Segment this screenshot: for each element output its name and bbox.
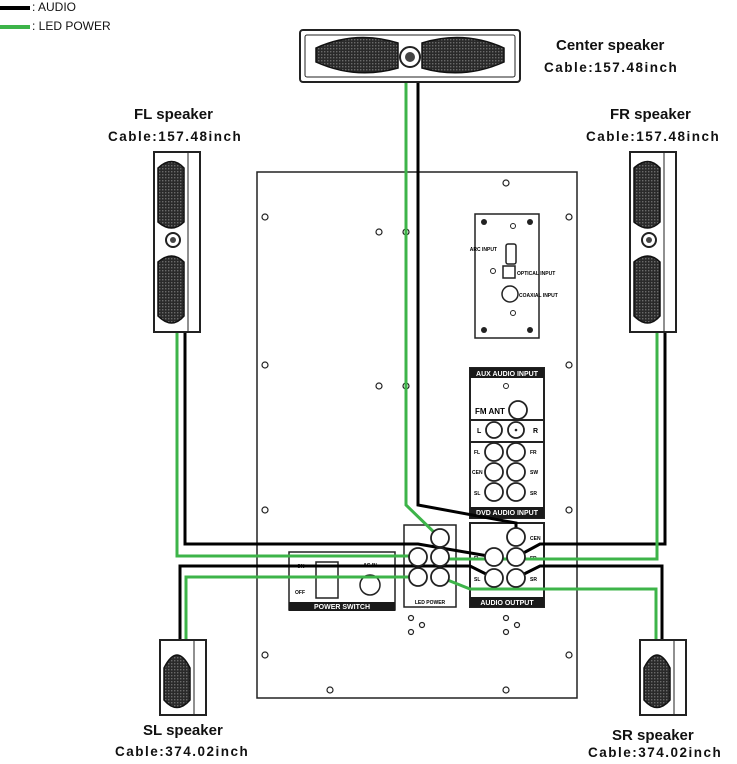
aux-l-jack[interactable] — [485, 421, 503, 439]
audio-output-header: AUDIO OUTPUT — [480, 600, 534, 607]
sr-speaker — [639, 639, 687, 716]
coaxial-input-label: COAXIAL INPUT — [519, 293, 558, 299]
hdmi-arc-port[interactable] — [505, 243, 517, 265]
sl-speaker-title: SL speaker — [143, 722, 223, 739]
dvd-fr-label: FR — [530, 450, 537, 456]
fm-ant-label: FM ANT — [475, 407, 505, 416]
led-power-header: LED POWER — [415, 600, 446, 606]
aux-audio-input-header: AUX AUDIO INPUT — [476, 371, 539, 378]
center-speaker-title: Center speaker — [556, 37, 665, 54]
legend-led-swatch — [0, 24, 30, 29]
dvd-sr-jack[interactable] — [506, 482, 526, 502]
audio-cable-fl — [183, 330, 495, 559]
audio-cable-sr — [515, 564, 664, 642]
fl-speaker-cable: Cable:157.48inch — [108, 129, 243, 144]
aux-dvd-input-block: AUX AUDIO INPUT FM ANT L R FL FR CEN SW … — [469, 367, 545, 519]
power-switch-header: POWER SWITCH — [314, 604, 370, 611]
out-sr-label: SR — [530, 577, 537, 583]
led-cable-center — [404, 78, 442, 540]
power-switch[interactable] — [315, 561, 339, 599]
legend-audio-label: : AUDIO — [32, 0, 77, 14]
audio-cable-sl — [178, 564, 495, 642]
audio-cable-fr — [515, 330, 667, 559]
aux-l-label: L — [477, 428, 482, 435]
sr-speaker-title: SR speaker — [612, 727, 694, 744]
arc-input-label: ARC INPUT — [470, 247, 497, 253]
led-jack-fr[interactable] — [430, 547, 450, 567]
out-sl-label: SL — [474, 577, 480, 583]
led-jack-fl[interactable] — [408, 547, 428, 567]
out-cen-label: CEN — [530, 536, 541, 542]
fl-speaker — [153, 151, 201, 333]
fr-speaker — [629, 151, 677, 333]
dvd-audio-input-header: DVD AUDIO INPUT — [476, 510, 539, 517]
led-cable-fl — [175, 330, 418, 558]
legend-audio: : AUDIO — [0, 0, 76, 14]
sr-speaker-cable: Cable:374.02inch — [588, 745, 723, 760]
fr-speaker-title: FR speaker — [610, 106, 691, 123]
aux-r-label: R — [533, 428, 538, 435]
legend-led-power: : LED POWER — [0, 19, 111, 33]
dvd-sw-label: SW — [530, 470, 538, 476]
digital-input-plate: ARC INPUT OPTICAL INPUT COAXIAL INPUT — [470, 213, 558, 339]
led-jack-sr[interactable] — [430, 567, 450, 587]
legend-audio-swatch — [0, 5, 30, 10]
sl-speaker — [159, 639, 207, 716]
dvd-fl-jack[interactable] — [484, 442, 504, 462]
legend-led-label: : LED POWER — [32, 19, 111, 33]
out-sl-jack[interactable] — [484, 568, 504, 588]
dvd-sl-label: SL — [474, 491, 480, 497]
fm-antenna-jack[interactable] — [508, 400, 528, 420]
out-fr-jack[interactable] — [506, 547, 526, 567]
led-cable-sr — [439, 575, 658, 642]
dvd-sr-label: SR — [530, 491, 537, 497]
out-sr-jack[interactable] — [506, 568, 526, 588]
dvd-sw-jack[interactable] — [506, 462, 526, 482]
dvd-cen-label: CEN — [472, 470, 483, 476]
coaxial-port[interactable] — [501, 285, 519, 303]
led-jack-center[interactable] — [430, 528, 450, 548]
out-fl-jack[interactable] — [484, 547, 504, 567]
power-switch-block: ON OFF AC IN POWER SWITCH — [288, 551, 396, 611]
optical-input-label: OPTICAL INPUT — [517, 271, 555, 277]
led-jack-sl[interactable] — [408, 567, 428, 587]
power-off-label: OFF — [295, 590, 305, 596]
fl-speaker-title: FL speaker — [134, 106, 213, 123]
optical-port[interactable] — [502, 265, 516, 279]
dvd-sl-jack[interactable] — [484, 482, 504, 502]
sl-speaker-cable: Cable:374.02inch — [115, 744, 250, 759]
out-cen-jack[interactable] — [506, 527, 526, 547]
center-speaker — [299, 29, 521, 83]
fr-speaker-cable: Cable:157.48inch — [586, 129, 721, 144]
dvd-fl-label: FL — [474, 450, 480, 456]
dvd-cen-jack[interactable] — [484, 462, 504, 482]
dvd-fr-jack[interactable] — [506, 442, 526, 462]
led-cable-sl — [184, 575, 418, 642]
center-speaker-cable: Cable:157.48inch — [544, 60, 679, 75]
ac-in-socket[interactable] — [359, 574, 381, 596]
